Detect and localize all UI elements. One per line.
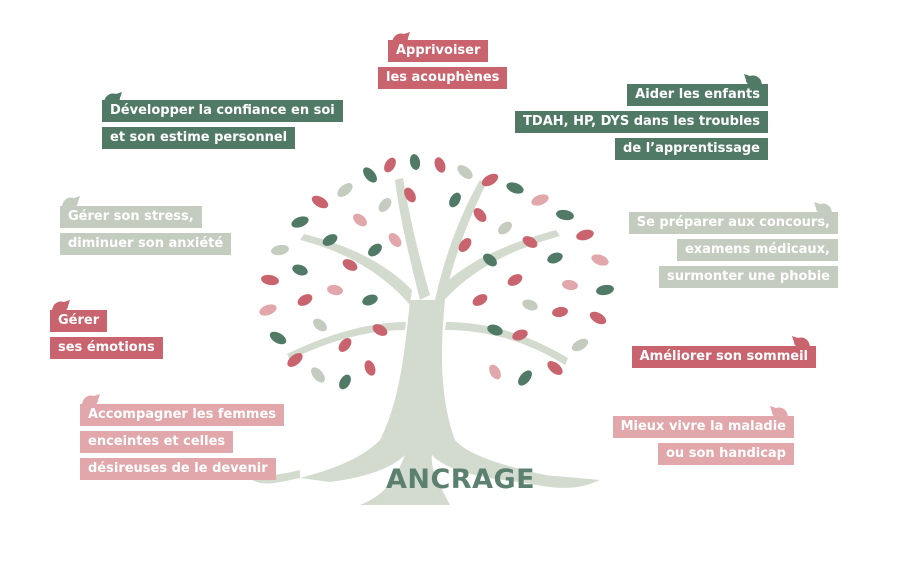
bird-icon: [392, 32, 410, 44]
label-line: Gérer son stress,: [60, 206, 202, 228]
label-line: Améliorer son sommeil: [631, 346, 816, 368]
bird-icon: [770, 406, 788, 418]
label-line: examens médicaux,: [676, 239, 838, 261]
label-femmes: Accompagner les femmes enceintes et cell…: [80, 394, 284, 485]
center-title: ANCRAGE: [386, 464, 536, 495]
bird-icon: [82, 394, 100, 406]
label-maladie: Mieux vivre la maladie ou son handicap: [600, 406, 794, 470]
label-line: Apprivoiser: [388, 40, 489, 62]
label-line: ses émotions: [50, 337, 163, 359]
label-line: les acouphènes: [378, 67, 508, 89]
label-line: Se préparer aux concours,: [628, 212, 838, 234]
label-line: diminuer son anxiété: [60, 233, 232, 255]
label-line: enceintes et celles: [80, 431, 234, 453]
label-line: TDAH, HP, DYS dans les troubles: [515, 111, 768, 133]
label-line: ou son handicap: [658, 443, 794, 465]
label-line: et son estime personnel: [102, 127, 296, 149]
tree-leaves: [259, 154, 614, 390]
label-line: Gérer: [50, 310, 108, 332]
label-confiance: Développer la confiance en soi et son es…: [102, 92, 343, 154]
bird-icon: [104, 92, 122, 104]
bird-icon: [744, 74, 762, 86]
label-line: de l’apprentissage: [615, 138, 768, 160]
label-acouphenes: Apprivoiser les acouphènes: [378, 32, 508, 94]
label-line: Mieux vivre la maladie: [612, 416, 794, 438]
bird-icon: [52, 300, 70, 312]
label-line: désireuses de le devenir: [80, 458, 276, 480]
bird-icon: [62, 196, 80, 208]
bird-icon: [792, 336, 810, 348]
label-concours: Se préparer aux concours, examens médica…: [560, 202, 838, 293]
label-line: Accompagner les femmes: [80, 404, 284, 426]
label-stress: Gérer son stress, diminuer son anxiété: [60, 196, 232, 260]
label-enfants: Aider les enfants TDAH, HP, DYS dans les…: [515, 74, 768, 165]
label-sommeil: Améliorer son sommeil: [580, 336, 816, 373]
label-line: Développer la confiance en soi: [102, 100, 343, 122]
bird-icon: [814, 202, 832, 214]
label-line: surmonter une phobie: [658, 266, 838, 288]
label-emotions: Gérer ses émotions: [50, 300, 163, 364]
tree-trunk: [250, 178, 600, 505]
label-line: Aider les enfants: [627, 84, 768, 106]
